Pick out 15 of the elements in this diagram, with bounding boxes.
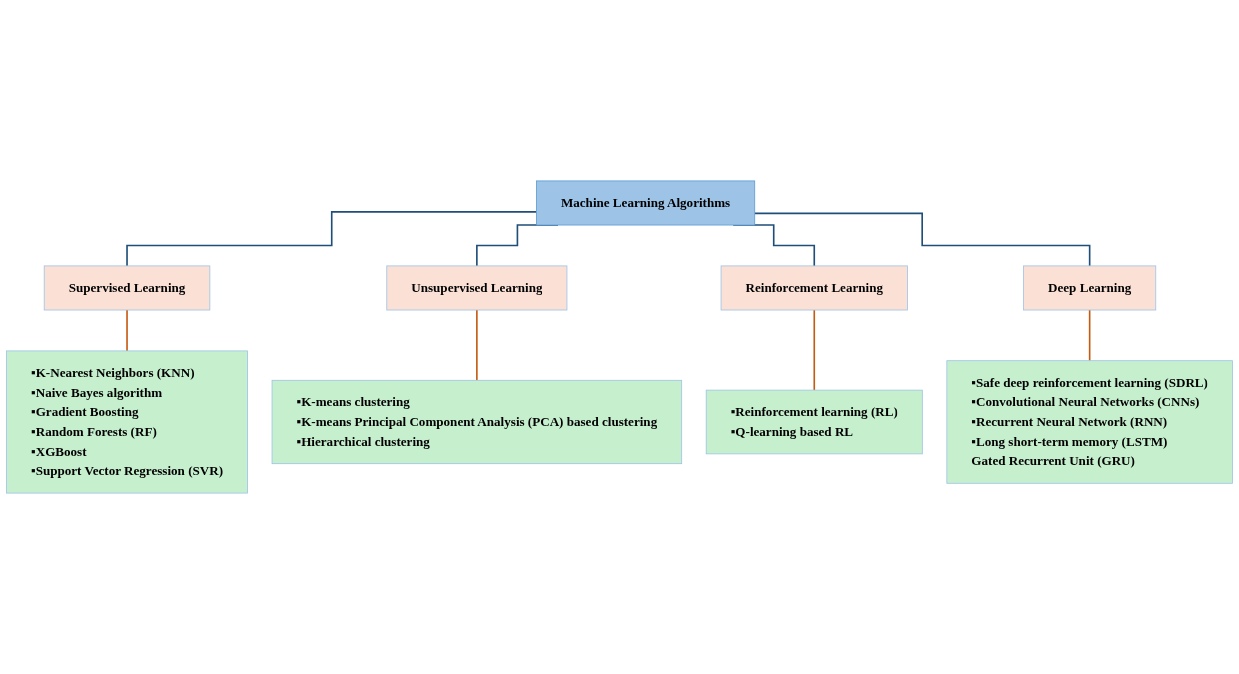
node-box: Machine Learning Algorithms <box>536 180 756 226</box>
connector <box>126 309 128 352</box>
connector <box>476 309 478 382</box>
connector <box>753 212 1091 267</box>
node-box: ▪Safe deep reinforcement learning (SDRL) ▪Convolutional Neural Networks (CNNs) ▪Recurrent Neural Network (RNN) ▪Long short-term memory (LSTM) Gated Recurrent Unit (GRU) <box>946 360 1233 484</box>
node-box: Deep Learning <box>1023 265 1157 311</box>
node-box: Reinforcement Learning <box>720 265 908 311</box>
connector <box>126 211 538 267</box>
node-box: ▪K-means clustering ▪K-means Principal Component Analysis (PCA) based clustering ▪Hierarchical clustering <box>271 379 683 465</box>
node-box: ▪K-Nearest Neighbors (KNN) ▪Naive Bayes algorithm ▪Gradient Boosting ▪Random Forests (RF) ▪XGBoost ▪Support Vector Regression (SVR) <box>6 350 248 494</box>
node-box: Unsupervised Learning <box>386 265 568 311</box>
node-box: Supervised Learning <box>43 265 211 311</box>
connector <box>1088 309 1091 362</box>
node-box: ▪Reinforcement learning (RL) ▪Q-learning based RL <box>705 389 923 455</box>
connector <box>813 309 816 391</box>
